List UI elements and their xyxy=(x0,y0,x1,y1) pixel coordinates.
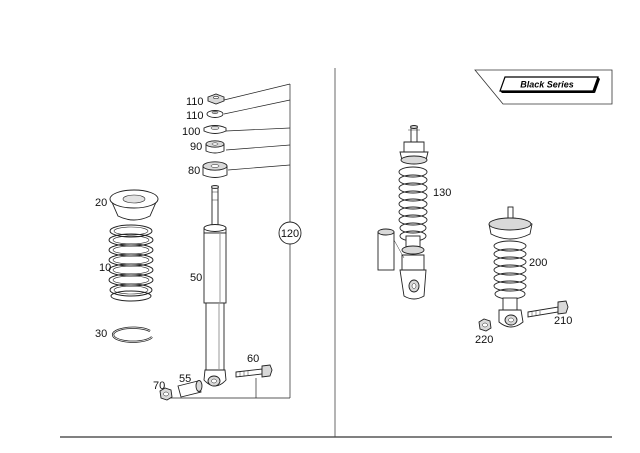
label-130: 130 xyxy=(433,187,451,199)
label-90: 90 xyxy=(190,141,202,153)
label-60: 60 xyxy=(247,353,259,365)
callout-120 xyxy=(278,221,302,245)
leader-lines-120 xyxy=(168,83,291,399)
part-100-mount xyxy=(203,125,227,134)
label-210: 210 xyxy=(554,315,572,327)
part-80-bushing xyxy=(202,161,228,178)
label-20: 20 xyxy=(95,197,107,209)
part-30-retaining-ring xyxy=(112,326,153,343)
part-60-bolt xyxy=(235,364,273,378)
label-120: 120 xyxy=(281,228,299,240)
black-series-badge: Black Series xyxy=(474,69,613,105)
label-200: 200 xyxy=(529,257,547,269)
part-210-bolt xyxy=(527,300,569,318)
label-30: 30 xyxy=(95,328,107,340)
part-90-bushing xyxy=(205,140,225,154)
part-200-strut xyxy=(488,206,533,328)
label-220: 220 xyxy=(475,334,493,346)
part-50-shock-absorber xyxy=(203,184,227,387)
label-70: 70 xyxy=(153,380,165,392)
label-110-upper: 110 xyxy=(186,96,204,108)
part-20-spring-seat xyxy=(109,189,159,221)
label-80: 80 xyxy=(188,165,200,177)
label-55: 55 xyxy=(179,373,191,385)
label-100: 100 xyxy=(182,126,200,138)
label-110-lower: 110 xyxy=(186,110,204,122)
black-series-label: Black Series xyxy=(520,80,574,90)
part-110-washer xyxy=(206,110,224,118)
label-50: 50 xyxy=(190,272,202,284)
part-10-coil-spring xyxy=(108,224,154,302)
part-55-sleeve xyxy=(177,380,203,398)
part-110-nut-upper xyxy=(207,93,225,105)
part-130-coilover xyxy=(377,125,429,300)
part-220-nut xyxy=(478,318,492,332)
part-70-nut xyxy=(159,387,173,401)
label-10: 10 xyxy=(99,262,111,274)
